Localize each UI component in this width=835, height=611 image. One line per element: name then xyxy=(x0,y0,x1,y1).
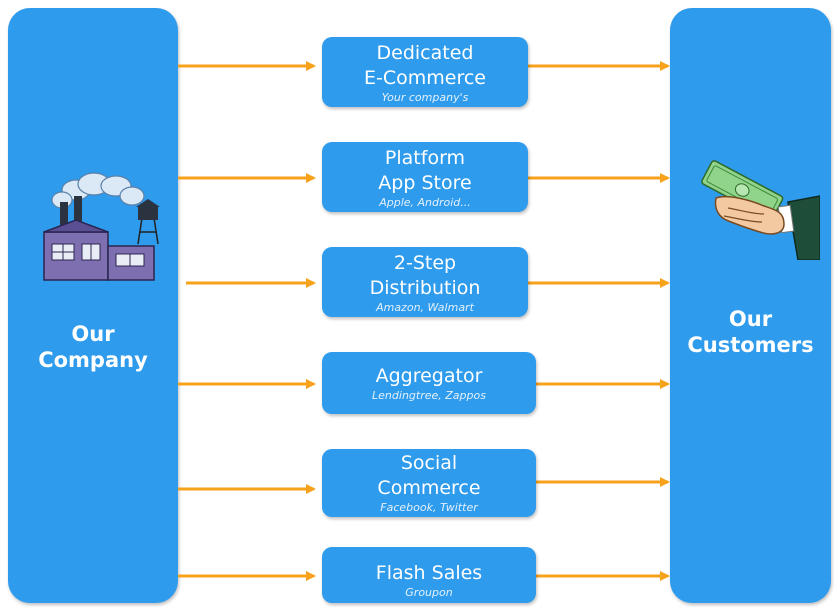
channel-subtitle: Facebook, Twitter xyxy=(380,501,478,514)
channel-title: Aggregator xyxy=(375,365,483,387)
factory-icon xyxy=(43,172,160,281)
channel-flash-sales: Flash Sales Groupon xyxy=(322,547,536,603)
channel-platform-app-store: Platform App Store Apple, Android... xyxy=(322,142,528,212)
company-panel: Our Company xyxy=(8,8,178,603)
channel-subtitle: Apple, Android... xyxy=(379,196,471,209)
hand-with-money-icon xyxy=(701,160,820,260)
channel-subtitle: Lendingtree, Zappos xyxy=(372,389,486,402)
channel-title: 2-Step Distribution xyxy=(369,252,481,299)
channel-subtitle: Your company's xyxy=(381,91,469,104)
channel-aggregator: Aggregator Lendingtree, Zappos xyxy=(322,352,536,414)
channel-title: Social Commerce xyxy=(377,452,481,499)
channel-social-commerce: Social Commerce Facebook, Twitter xyxy=(322,449,536,517)
channel-subtitle: Amazon, Walmart xyxy=(376,301,474,314)
channel-title: Flash Sales xyxy=(375,562,483,584)
channel-title: Platform App Store xyxy=(378,147,472,194)
customers-label: Our Customers xyxy=(687,307,814,357)
channel-title: Dedicated E-Commerce xyxy=(364,42,486,89)
channel-dedicated-ecommerce: Dedicated E-Commerce Your company's xyxy=(322,37,528,107)
channel-2-step-distribution: 2-Step Distribution Amazon, Walmart xyxy=(322,247,528,317)
company-label: Our Company xyxy=(38,322,148,372)
channel-subtitle: Groupon xyxy=(405,586,453,599)
customers-panel: Our Customers xyxy=(670,8,831,603)
